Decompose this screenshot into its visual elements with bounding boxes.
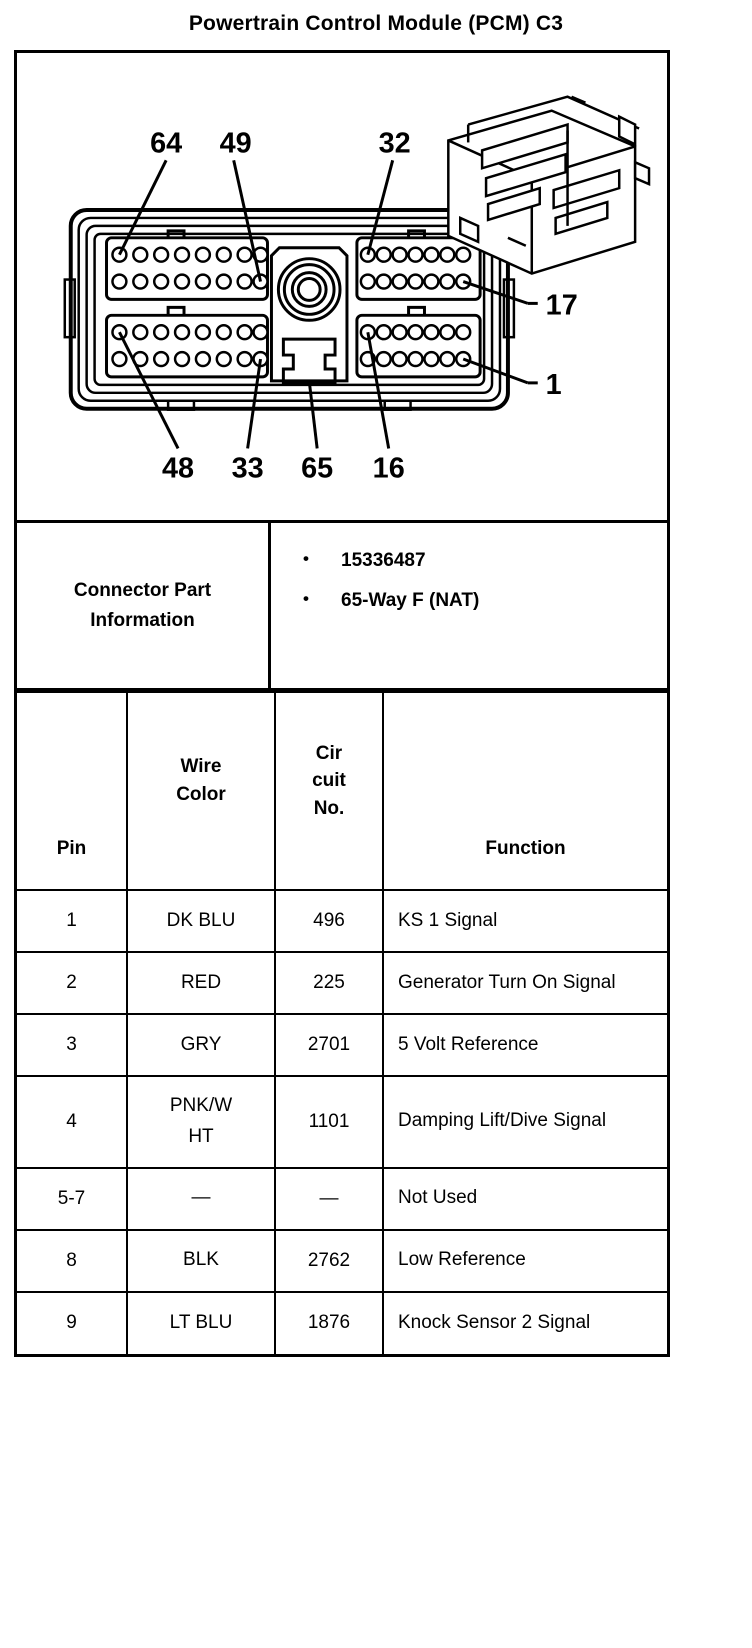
callout-49: 49 <box>220 127 252 159</box>
table-row: 9 LT BLU 1876 Knock Sensor 2 Signal <box>17 1290 667 1354</box>
connector-left-latch <box>63 278 76 339</box>
callout-32: 32 <box>379 127 411 159</box>
cell-pin: 5-7 <box>17 1166 128 1231</box>
cell-function: Generator Turn On Signal <box>382 951 667 1015</box>
table-row: 3 GRY 2701 5 Volt Reference <box>17 1013 667 1077</box>
pcm-connector-illustration: 64 49 32 17 1 48 33 65 16 <box>63 95 651 484</box>
cell-circuit-no: 225 <box>274 951 384 1015</box>
callout-33: 33 <box>232 452 264 484</box>
callout-1: 1 <box>546 369 562 401</box>
cell-pin: 9 <box>17 1290 128 1354</box>
cell-function: Low Reference <box>382 1228 667 1293</box>
table-row: 2 RED 225 Generator Turn On Signal <box>17 951 667 1015</box>
pin-block-lower-left <box>105 305 269 379</box>
callout-16: 16 <box>373 452 405 484</box>
connector-diagram: 64 49 32 17 1 48 33 65 16 <box>17 53 667 523</box>
connector-part-information-values: 15336487 65-Way F (NAT) <box>271 523 667 688</box>
page-title: Powertrain Control Module (PCM) C3 <box>188 12 564 35</box>
header-circuit-no: Cir cuit No. <box>274 691 384 890</box>
cell-circuit-no: 2762 <box>274 1228 384 1293</box>
connector-part-information-row: Connector Part Information 15336487 65-W… <box>17 523 667 691</box>
connector-body-outline <box>68 208 510 411</box>
connector-isometric-view <box>447 95 651 275</box>
pin-block-lower-right <box>355 305 482 379</box>
callout-48: 48 <box>162 452 194 484</box>
cell-wire-color: GRY <box>126 1013 276 1077</box>
callout-17: 17 <box>546 289 578 321</box>
cell-function: Not Used <box>382 1166 667 1231</box>
cell-wire-color: — <box>126 1166 276 1231</box>
cell-pin: 8 <box>17 1228 128 1293</box>
cell-pin: 4 <box>17 1075 128 1169</box>
cell-pin: 2 <box>17 951 128 1015</box>
part-number-item: 15336487 <box>297 548 657 573</box>
callout-65: 65 <box>301 452 333 484</box>
cell-wire-color: DK BLU <box>126 889 276 953</box>
cell-wire-color: PNK/W HT <box>126 1075 276 1169</box>
connector-bottom-tabs <box>166 399 412 411</box>
cell-wire-color: RED <box>126 951 276 1015</box>
connector-part-information-label: Connector Part Information <box>17 523 271 688</box>
table-row: 4 PNK/W HT 1101 Damping Lift/Dive Signal <box>17 1075 667 1169</box>
callout-64: 64 <box>150 127 182 159</box>
pin-block-upper-right <box>355 229 482 301</box>
cell-pin: 3 <box>17 1013 128 1077</box>
table-row: 8 BLK 2762 Low Reference <box>17 1228 667 1293</box>
cell-circuit-no: 1101 <box>274 1075 384 1169</box>
cell-circuit-no: 2701 <box>274 1013 384 1077</box>
cell-function: Knock Sensor 2 Signal <box>382 1290 667 1354</box>
pin-table-header: Pin Wire Color Cir cuit No. Function <box>17 691 667 890</box>
cell-function: Damping Lift/Dive Signal <box>382 1075 667 1169</box>
header-pin: Pin <box>17 691 128 890</box>
cell-circuit-no: — <box>274 1166 384 1231</box>
header-function: Function <box>382 691 667 890</box>
pin-block-upper-left <box>105 229 269 301</box>
connector-type-item: 65-Way F (NAT) <box>297 588 657 613</box>
callout-leader-lines <box>118 159 529 450</box>
cell-circuit-no: 496 <box>274 889 384 953</box>
table-row: 5-7 — — Not Used <box>17 1166 667 1231</box>
cell-function: 5 Volt Reference <box>382 1013 667 1077</box>
connector-right-latch <box>502 278 516 339</box>
callout-leader-horizontals <box>527 301 538 385</box>
connector-center-key <box>269 246 349 385</box>
cell-wire-color: BLK <box>126 1228 276 1293</box>
table-row: 1 DK BLU 496 KS 1 Signal <box>17 889 667 953</box>
cell-pin: 1 <box>17 889 128 953</box>
connector-info-frame: 64 49 32 17 1 48 33 65 16 Connector Part… <box>14 50 670 1357</box>
pin-assignment-table: Pin Wire Color Cir cuit No. Function <box>17 691 667 1354</box>
cell-circuit-no: 1876 <box>274 1290 384 1354</box>
table-header-row: Pin Wire Color Cir cuit No. Function <box>17 691 667 890</box>
cell-function: KS 1 Signal <box>382 889 667 953</box>
header-wire-color: Wire Color <box>126 691 276 890</box>
pin-table-body: 1 DK BLU 496 KS 1 Signal 2 RED 225 Gener… <box>17 889 667 1354</box>
cell-wire-color: LT BLU <box>126 1290 276 1354</box>
